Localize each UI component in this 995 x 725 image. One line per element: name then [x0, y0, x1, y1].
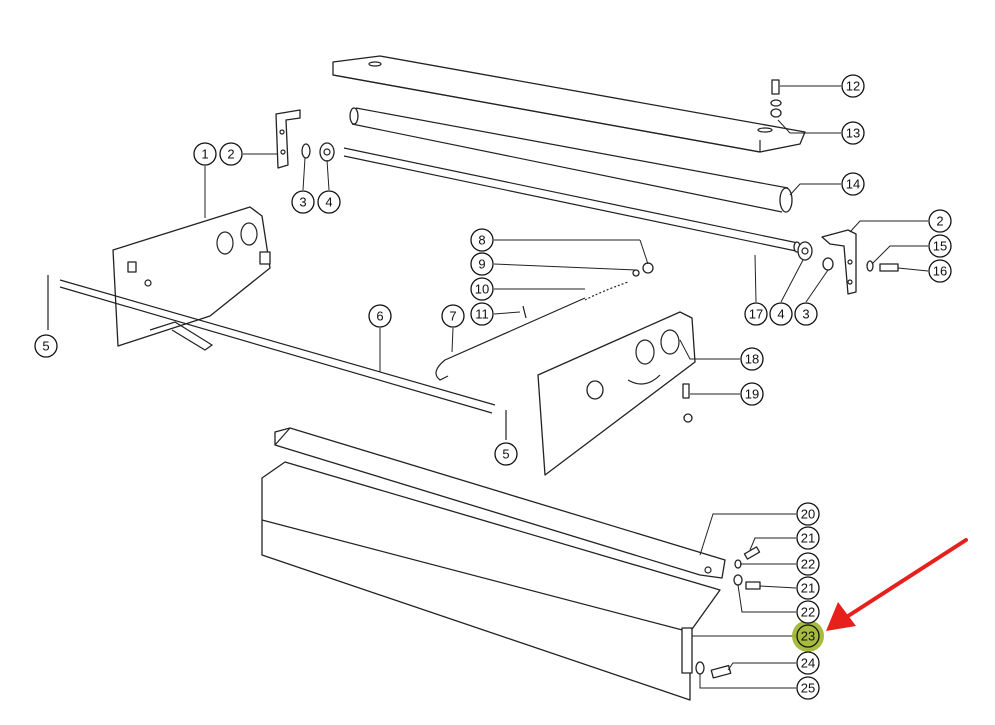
bracket-left — [275, 109, 335, 169]
bracket-right — [797, 229, 899, 295]
cover-channel — [274, 427, 761, 590]
side-plate-right — [537, 311, 696, 476]
svg-text:2: 2 — [936, 214, 943, 229]
callout-2[interactable]: 2 — [219, 142, 243, 166]
callout-22[interactable]: 22 — [796, 552, 820, 576]
tube — [349, 107, 793, 213]
svg-text:16: 16 — [933, 264, 947, 279]
svg-text:4: 4 — [777, 307, 784, 322]
callout-5-right[interactable]: 5 — [494, 442, 518, 466]
svg-text:20: 20 — [801, 507, 815, 522]
callout-4-right[interactable]: 4 — [769, 302, 793, 326]
callout-6[interactable]: 6 — [368, 304, 392, 328]
svg-text:2: 2 — [227, 147, 234, 162]
callout-3[interactable]: 3 — [291, 190, 315, 214]
side-plate-left — [112, 206, 271, 347]
leader-lines — [204, 85, 929, 689]
callout-4[interactable]: 4 — [317, 190, 341, 214]
svg-text:6: 6 — [376, 309, 383, 324]
svg-text:11: 11 — [475, 307, 489, 322]
svg-text:3: 3 — [802, 307, 809, 322]
callout-8[interactable]: 8 — [470, 228, 494, 252]
callout-12[interactable]: 12 — [841, 74, 865, 98]
svg-text:21: 21 — [801, 581, 815, 596]
svg-text:23: 23 — [801, 629, 815, 644]
top-bolt — [770, 79, 782, 118]
top-beam — [332, 55, 806, 153]
svg-text:24: 24 — [801, 656, 815, 671]
callout-18[interactable]: 18 — [740, 347, 764, 371]
red-arrow — [826, 538, 968, 631]
callout-11[interactable]: 11 — [470, 302, 494, 326]
callout-20[interactable]: 20 — [796, 502, 820, 526]
callout-5[interactable]: 5 — [34, 334, 58, 358]
svg-text:25: 25 — [801, 681, 815, 696]
callout-1[interactable]: 1 — [193, 142, 217, 166]
svg-text:18: 18 — [745, 352, 759, 367]
long-rod — [47, 275, 507, 440]
callout-17[interactable]: 17 — [744, 302, 768, 326]
svg-text:10: 10 — [475, 282, 489, 297]
callout-7[interactable]: 7 — [441, 304, 465, 328]
svg-text:3: 3 — [299, 195, 306, 210]
svg-text:7: 7 — [449, 309, 456, 324]
svg-text:4: 4 — [325, 195, 332, 210]
svg-text:8: 8 — [478, 233, 485, 248]
svg-text:21: 21 — [801, 531, 815, 546]
guard-panel — [261, 461, 732, 701]
svg-text:15: 15 — [933, 239, 947, 254]
callout-9[interactable]: 9 — [470, 252, 494, 276]
svg-text:9: 9 — [478, 257, 485, 272]
svg-text:14: 14 — [846, 177, 860, 192]
callout-2-right[interactable]: 2 — [928, 209, 952, 233]
svg-text:12: 12 — [846, 79, 860, 94]
svg-text:17: 17 — [749, 307, 763, 322]
callout-23-highlighted[interactable]: 23 — [796, 624, 820, 648]
callout-25[interactable]: 25 — [796, 676, 820, 700]
svg-text:5: 5 — [42, 339, 49, 354]
svg-text:19: 19 — [745, 387, 759, 402]
svg-text:22: 22 — [801, 605, 815, 620]
callout-19[interactable]: 19 — [740, 382, 764, 406]
callout-22-lower[interactable]: 22 — [796, 600, 820, 624]
svg-text:22: 22 — [801, 557, 815, 572]
callout-21-lower[interactable]: 21 — [796, 576, 820, 600]
callout-14[interactable]: 14 — [841, 172, 865, 196]
shaft — [343, 147, 801, 253]
callout-24[interactable]: 24 — [796, 651, 820, 675]
svg-text:5: 5 — [502, 447, 509, 462]
svg-text:1: 1 — [201, 147, 208, 162]
svg-text:13: 13 — [846, 126, 860, 141]
callout-10[interactable]: 10 — [470, 277, 494, 301]
callout-15[interactable]: 15 — [928, 234, 952, 258]
hook-spring — [435, 262, 654, 381]
callout-13[interactable]: 13 — [841, 121, 865, 145]
callout-3-right[interactable]: 3 — [794, 302, 818, 326]
callout-16[interactable]: 16 — [928, 259, 952, 283]
callout-21[interactable]: 21 — [796, 526, 820, 550]
